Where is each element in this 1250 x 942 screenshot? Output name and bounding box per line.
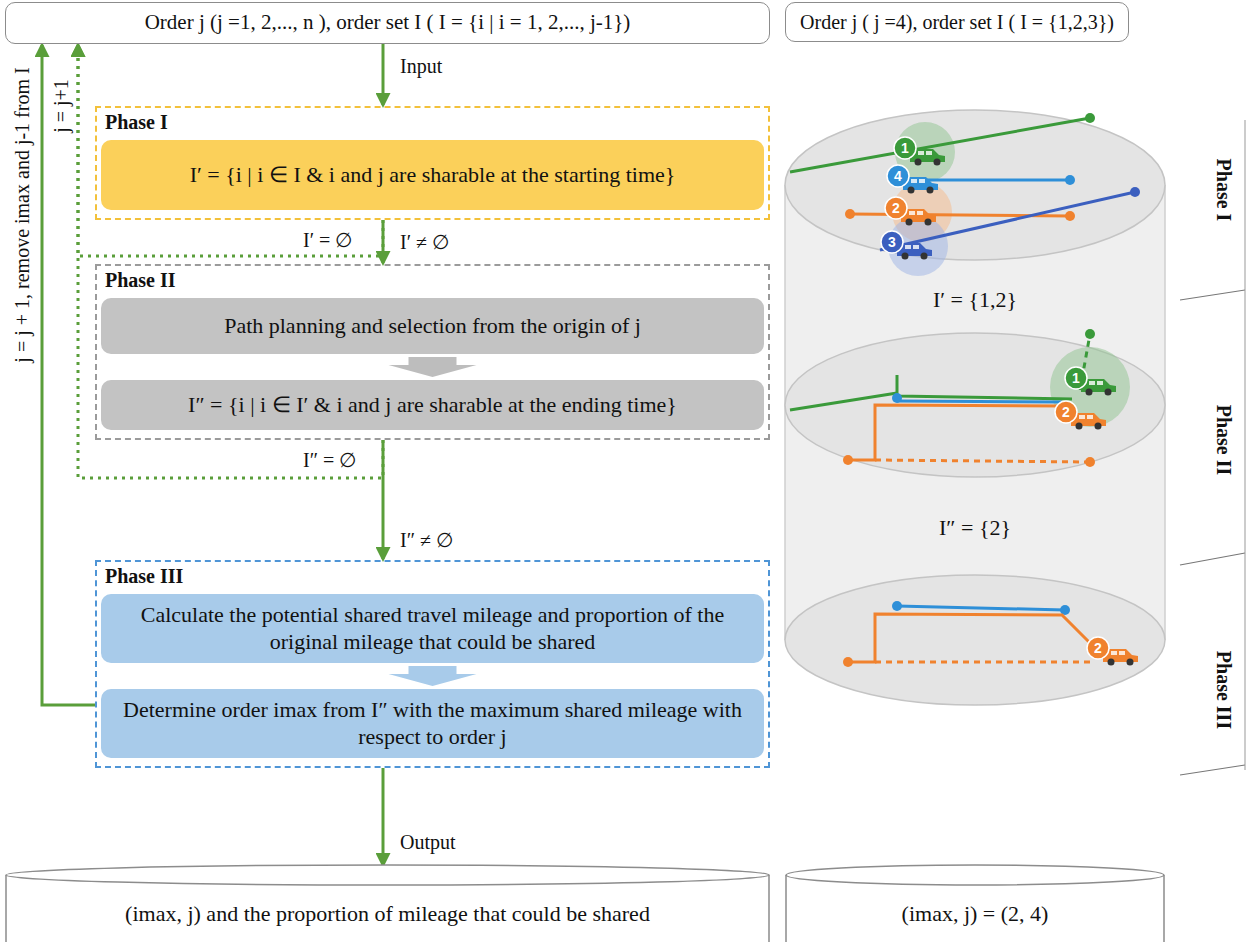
callout-circle	[887, 165, 909, 187]
route-dot	[1085, 113, 1095, 123]
callout-circle	[885, 197, 907, 219]
callout-circle	[1055, 401, 1077, 423]
route-dashed	[875, 661, 1090, 664]
process-box: I″ = {i | i ∈ I′ & i and j are sharable …	[101, 380, 764, 430]
phase-frame: Phase III Calculate the potential shared …	[95, 560, 770, 768]
box-text: Order j (j =1, 2,..., n ), order set I (…	[145, 10, 631, 35]
edge-label: j = j+1	[49, 76, 73, 136]
cylinder-top	[786, 865, 1164, 885]
condition-label: I″ = ∅	[300, 448, 359, 472]
edge-label: I′ ≠ ∅	[397, 230, 452, 254]
phase-heading: Phase III	[97, 562, 191, 590]
route-dot	[1065, 175, 1075, 185]
callout-number: 2	[892, 201, 900, 215]
example-input-box: Order j ( j =4), order set I ( I = {1,2,…	[785, 2, 1129, 42]
route-dashed	[875, 460, 1090, 462]
flow-arrow	[382, 768, 385, 865]
phase-heading: Phase II	[97, 266, 184, 294]
set-label: I′ = {1,2}	[933, 287, 1017, 313]
block-arrow	[389, 357, 477, 377]
route-dot	[1130, 187, 1140, 197]
phase-label: Phase II	[1212, 402, 1236, 479]
route-line	[880, 192, 1135, 250]
box-text: Calculate the potential shared travel mi…	[115, 602, 750, 655]
callout-circle	[894, 137, 916, 159]
callout-number: 2	[1062, 405, 1070, 419]
route-line	[897, 606, 1065, 610]
box-text: Path planning and selection from the ori…	[224, 313, 641, 339]
process-box: Determine order imax from I″ with the ma…	[101, 689, 764, 758]
condition-label: I′ = ∅	[300, 228, 355, 252]
route-line	[790, 118, 1090, 172]
phase-frame: Phase II Path planning and selection from…	[95, 264, 770, 440]
phase-plane	[785, 575, 1165, 705]
flow-arrow	[382, 440, 385, 559]
route-dot	[892, 601, 902, 611]
process-box: Path planning and selection from the ori…	[101, 298, 764, 354]
callout-circle	[1087, 637, 1109, 659]
phase-label: Phase III	[1212, 648, 1236, 732]
route-dot	[1065, 211, 1075, 221]
set-label: I″ = {2}	[939, 515, 1011, 541]
callout-circle	[1065, 367, 1087, 389]
callout-circle	[881, 231, 903, 253]
phase-frame: Phase I I′ = {i | i ∈ I & i and j are sha…	[95, 106, 770, 220]
process-box: I′ = {i | i ∈ I & i and j are sharable a…	[101, 140, 764, 210]
cylinder-top	[6, 865, 769, 885]
output-cylinder: (imax, j) = (2, 4)	[785, 864, 1165, 942]
input-box: Order j (j =1, 2,..., n ), order set I (…	[5, 2, 770, 44]
block-arrow	[389, 666, 477, 686]
bracket-line	[1180, 290, 1245, 300]
box-text: Determine order imax from I″ with the ma…	[115, 697, 750, 750]
box-text: Order j ( j =4), order set I ( I = {1,2,…	[800, 10, 1114, 34]
route-dot	[843, 455, 853, 465]
route-line	[848, 405, 1065, 460]
edge-label: Input	[397, 54, 445, 78]
bracket-line	[1180, 765, 1245, 775]
edge-label: I″ ≠ ∅	[397, 528, 456, 552]
callout-number: 4	[894, 169, 902, 183]
route-dot	[845, 209, 855, 219]
bracket-line	[1245, 120, 1246, 770]
process-box: Calculate the potential shared travel mi…	[101, 594, 764, 663]
flow-arrow	[382, 44, 385, 105]
box-text: (imax, j) = (2, 4)	[902, 901, 1049, 927]
callout-number: 1	[1072, 371, 1080, 385]
phase-label: Phase I	[1212, 156, 1236, 225]
route-dot	[892, 393, 902, 403]
phase-heading: Phase I	[97, 108, 176, 136]
route-line	[848, 614, 1092, 662]
phase-plane	[785, 333, 1165, 477]
edge-label: Output	[397, 830, 459, 854]
edge-label: j = j + 1, remove imax and j-1 from I	[10, 64, 34, 365]
box-text: I″ = {i | i ∈ I′ & i and j are sharable …	[188, 392, 677, 418]
bracket-line	[1180, 553, 1245, 565]
loop-arrow	[42, 45, 95, 705]
output-cylinder: (imax, j) and the proportion of mileage …	[5, 864, 770, 942]
flow-arrow	[382, 220, 385, 263]
route-dot	[1085, 457, 1095, 467]
box-text: I′ = {i | i ∈ I & i and j are sharable a…	[190, 162, 676, 188]
callout-number: 2	[1094, 641, 1102, 655]
route-line	[897, 401, 1062, 402]
callout-number: 1	[901, 141, 909, 155]
route-dot	[1085, 329, 1095, 339]
callout-number: 3	[888, 235, 896, 249]
phase-plane	[785, 110, 1165, 260]
route-dot	[843, 657, 853, 667]
box-text: (imax, j) and the proportion of mileage …	[125, 901, 650, 927]
